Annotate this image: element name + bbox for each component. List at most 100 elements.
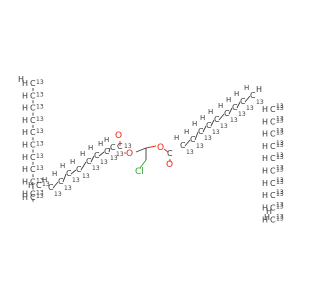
ester-oxygen-right: O [157,143,164,153]
left-column-carbon: C [30,177,36,186]
carbonyl-oxygen-left: O [115,131,122,141]
isotope-label: 13 [276,152,284,159]
left-column-carbon: C [30,153,36,162]
carbonyl-carbon-left: C [117,142,123,151]
hydrogen-atom: H [22,116,28,125]
right-column-carbon: C [270,216,276,225]
isotope-label: 13 [82,173,90,180]
bond [194,131,199,141]
isotope-label: 13 [276,117,284,124]
isotope-label: 13 [276,177,284,184]
hydrogen-atom: H [22,104,28,113]
left-chain-carbon: C [86,157,92,166]
ester-oxygen-left: O [126,149,133,159]
bond [184,139,191,147]
isotope-label: 13 [276,142,284,149]
isotope-label: 13 [220,123,228,130]
hydrogen-atom: H [262,179,268,188]
isotope-label: 13 [36,141,44,148]
left-column-carbon: C [30,128,36,137]
bond [202,125,207,133]
hydrogen-atom: H [60,162,65,170]
left-column-carbon: C [30,193,36,202]
hydrogen-atom: H [22,190,28,199]
isotope-label: 13 [36,116,44,123]
left-column-carbon: C [30,104,36,113]
isotope-label: 13 [276,201,284,208]
bond [52,181,59,189]
bond [218,113,225,121]
hydrogen-atom: H [22,165,28,174]
hydrogen-atom: H [42,176,47,184]
right-column-carbon: C [270,154,276,163]
hydrogen-atom: H [262,167,268,176]
left-column-carbon: C [36,181,42,190]
hydrogen-atom: H [22,128,28,137]
isotope-label: 13 [276,154,284,161]
isotope-label: 13 [36,153,44,160]
isotope-label: 13 [36,190,44,197]
hydrogen-atom: H [234,90,239,98]
hydrogen-atom: H [98,140,103,148]
isotope-label: 13 [276,216,284,223]
hydrogen-atom: H [22,177,28,186]
left-chain-carbon: C [76,165,82,174]
right-column-carbon: C [270,117,276,126]
hydrogen-atom: H [104,136,109,144]
isotope-label: 13 [276,130,284,137]
hydrogen-atom: H [244,84,249,92]
isotope-label: 13 [276,105,284,112]
hydrogen-atom: H [22,141,28,150]
left-column-carbon: C [30,91,36,100]
hydrogen-atom: H [262,142,268,151]
isotope-label: 13 [276,179,284,186]
right-chain-carbon: C [214,115,220,124]
left-column-carbon: C [30,141,36,150]
hydrogen-atom: H [192,120,197,128]
hydrogen-atom: H [22,91,28,100]
isotope-label: 13 [42,181,50,188]
hydrogen-atom: H [28,181,34,190]
bond [236,101,241,109]
bond [70,169,77,175]
bond [145,145,157,149]
right-column-carbon: C [270,130,276,139]
bond-lines [32,88,251,202]
left-chain-carbon: C [104,147,110,156]
isotope-label: 13 [110,155,118,162]
right-chain-carbon: C [180,141,186,150]
right-column-carbon: C [270,203,276,212]
isotope-label: 13 [276,189,284,196]
isotope-label: 13 [36,165,44,172]
hydrogen-atom: H [80,150,85,158]
isotope-label: 13 [36,177,44,184]
right-column-carbon: C [270,142,276,151]
hydrogen-atom: H [200,114,205,122]
left-chain-carbon: C [110,143,116,152]
hydrogen-atom: H [18,75,24,84]
isotope-label: 13 [196,143,204,150]
left-chain-carbon: C [58,177,64,186]
isotope-label: 13 [276,103,284,110]
isotope-label: 13 [256,99,264,106]
isotope-label: 13 [100,159,108,166]
isotope-label: 13 [92,165,100,172]
hydrogen-atom: H [22,79,28,88]
isotope-label: 13 [212,129,220,136]
carbonyl-carbon-right: C [167,149,173,158]
bond [228,107,233,115]
isotope-label: 13 [36,128,44,135]
isotope-label: 13 [276,128,284,135]
right-column-carbon: C [270,105,276,114]
right-chain-carbon: C [206,121,212,130]
hydrogen-atom: H [266,207,272,216]
isotope-label: 13 [186,149,194,156]
hydrogen-atom: H [262,154,268,163]
isotope-label: 13 [238,111,246,118]
hydrogen-atom: H [262,203,268,212]
right-chain-carbon: C [240,97,246,106]
isotope-label: 13 [36,104,44,111]
hydrogen-atom: H [226,96,231,104]
